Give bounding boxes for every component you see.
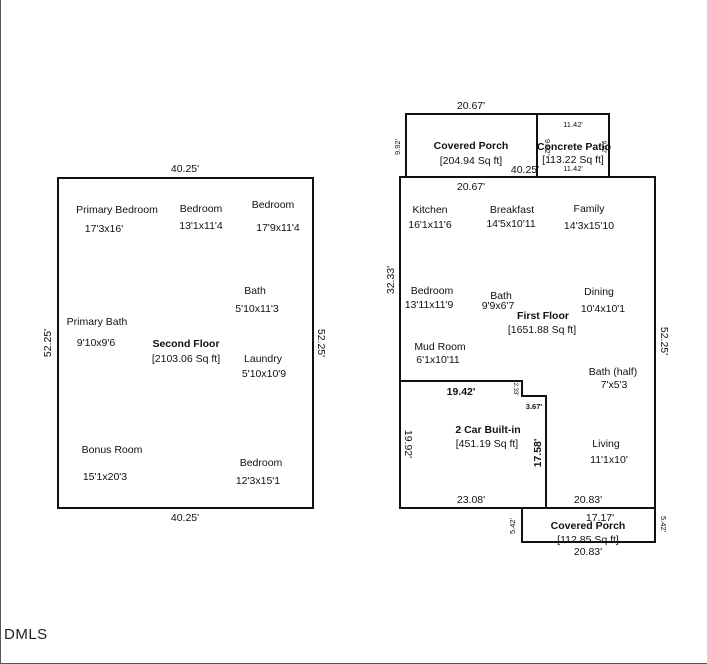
- first-floor-dim-top-porch: 20.67': [457, 181, 485, 193]
- room-bonus-room-name: Bonus Room: [82, 444, 143, 456]
- room-dining-name: Dining: [584, 286, 614, 298]
- room-living-size: 11'1x10': [590, 454, 628, 466]
- second-floor-dim-right: 52.25': [315, 329, 327, 357]
- room-bedroom-name: Bedroom: [411, 285, 454, 297]
- covered-porch-top-dim-right: 9.92': [543, 139, 552, 156]
- room-mud-room-size: 6'1x10'11: [416, 354, 460, 366]
- garage-outline: [399, 380, 547, 509]
- room-primary-bedroom-size: 17'3x16': [85, 223, 123, 235]
- second-floor-dim-bottom: 40.25': [171, 512, 199, 524]
- first-floor-dim-top: 40.25': [511, 164, 539, 176]
- covered-porch-bottom-dim-right: 5.42': [659, 516, 668, 533]
- first-floor-label: First Floor: [517, 310, 569, 322]
- brand-logo: DMLS: [4, 626, 48, 643]
- room-primary-bath-name: Primary Bath: [67, 316, 128, 328]
- second-floor-area: [2103.06 Sq ft]: [152, 353, 220, 365]
- room-bath-half-name: Bath (half): [589, 366, 637, 378]
- room-living-name: Living: [592, 438, 620, 450]
- covered-porch-bottom-dim-bottom: 20.83': [574, 546, 602, 558]
- room-bath-half-size: 7'x5'3: [601, 379, 628, 391]
- concrete-patio-area: [113.22 Sq ft]: [542, 154, 604, 166]
- second-floor-label: Second Floor: [152, 338, 219, 350]
- room-breakfast-size: 14'5x10'11: [486, 218, 536, 230]
- garage-dim-notch-v: 2.33': [512, 383, 518, 396]
- concrete-patio-name: Concrete Patio: [537, 141, 611, 153]
- room-mud-room-name: Mud Room: [414, 341, 466, 353]
- first-floor-dim-left: 32.33': [385, 266, 397, 294]
- room-family-name: Family: [574, 203, 606, 215]
- covered-porch-top-dim-left: 9.92': [393, 138, 402, 155]
- covered-porch-bottom-name: Covered Porch: [551, 520, 626, 532]
- room-dining-size: 10'4x10'1: [581, 303, 625, 315]
- concrete-patio-dim-top: 11.42': [563, 120, 583, 129]
- room-bedroom-size: 13'11x11'9: [405, 299, 454, 311]
- room-family-size: 14'3x15'10: [564, 220, 614, 232]
- room-kitchen-name: Kitchen: [412, 204, 447, 216]
- first-floor-dim-bottom: 20.83': [574, 494, 602, 506]
- room-bedroom-size: 12'3x15'1: [236, 475, 280, 487]
- garage-dim-notch-h: 3.67': [526, 402, 543, 411]
- room-laundry-size: 5'10x10'9: [242, 368, 286, 380]
- covered-porch-bottom-dim-top: 17.17': [586, 512, 614, 524]
- room-bath-size: 9'9x6'7: [482, 300, 515, 312]
- second-floor-dim-left: 52.25': [42, 329, 54, 357]
- covered-porch-bottom-area: [112.85 Sq ft]: [557, 534, 619, 546]
- first-floor-area: [1651.88 Sq ft]: [508, 324, 576, 336]
- second-floor-dim-top: 40.25': [171, 163, 199, 175]
- room-bath-size: 5'10x11'3: [235, 303, 279, 315]
- room-primary-bedroom-name: Primary Bedroom: [76, 204, 158, 216]
- room-bedroom-name: Bedroom: [252, 199, 295, 211]
- covered-porch-bottom-outline: [521, 507, 656, 543]
- covered-porch-top-area: [204.94 Sq ft]: [440, 155, 503, 167]
- garage-dim-bottom: 23.08': [457, 494, 485, 506]
- concrete-patio-dim-bottom: 11.42': [563, 164, 583, 173]
- second-floor-outline: [57, 177, 314, 509]
- covered-porch-top-name: Covered Porch: [434, 140, 509, 152]
- first-floor-dim-right: 52.25': [658, 327, 670, 355]
- garage-dim-top: 19.42': [447, 386, 476, 398]
- room-bedroom-size: 17'9x11'4: [256, 222, 300, 234]
- room-bonus-room-size: 15'1x20'3: [83, 471, 127, 483]
- room-bedroom-name: Bedroom: [240, 457, 283, 469]
- covered-porch-top-dim-top: 20.67': [457, 100, 485, 112]
- room-kitchen-size: 16'1x11'6: [408, 219, 452, 231]
- room-bedroom-size: 13'1x11'4: [179, 220, 223, 232]
- garage-dim-left: 19.92': [402, 430, 414, 458]
- room-primary-bath-size: 9'10x9'6: [77, 337, 116, 349]
- garage-name: 2 Car Built-in: [455, 424, 520, 436]
- covered-porch-bottom-dim-left: 5.42': [508, 517, 517, 534]
- room-breakfast-name: Breakfast: [490, 204, 534, 216]
- garage-area: [451.19 Sq ft]: [456, 438, 519, 450]
- room-bath-name: Bath: [490, 290, 512, 302]
- room-bath-name: Bath: [244, 285, 266, 297]
- room-laundry-name: Laundry: [244, 353, 283, 365]
- second-floor-plan: 40.25' 40.25' 52.25' 52.25' Primary Bedr…: [42, 163, 327, 524]
- first-floor-plan: 20.67' 9.92' 9.92' Covered Porch [204.94…: [385, 100, 670, 558]
- garage-dim-right: 17.58': [532, 439, 544, 468]
- room-bedroom-name: Bedroom: [180, 203, 223, 215]
- concrete-patio-dim-right: 9.92': [600, 141, 606, 154]
